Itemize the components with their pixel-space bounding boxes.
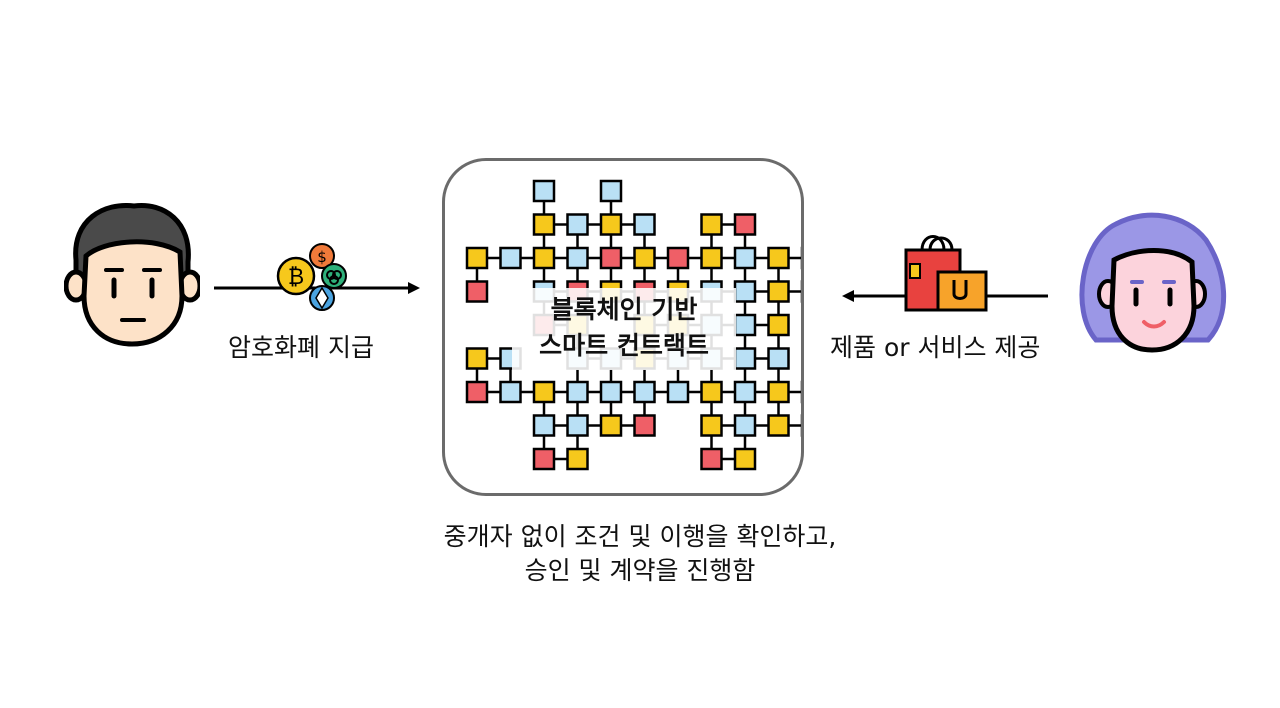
block-node [465, 347, 489, 370]
contract-title-line1: 블록체인 기반 [550, 295, 698, 324]
svg-text:₿: ₿ [288, 265, 304, 290]
block-node [532, 246, 556, 270]
man-avatar-icon [64, 202, 200, 347]
block-node [566, 447, 589, 471]
contract-title: 블록체인 기반 스마트 컨트랙트 [512, 288, 736, 370]
block-node [700, 246, 723, 270]
woman-avatar-icon [1079, 212, 1227, 353]
block-node [633, 246, 656, 270]
block-node [700, 414, 723, 437]
caption-line1: 중개자 없이 조건 및 이행을 확인하고, [443, 522, 837, 551]
block-node [599, 246, 623, 270]
shopping-bags-icon [904, 235, 988, 312]
block-node [666, 380, 690, 404]
diagram-caption: 중개자 없이 조건 및 이행을 확인하고, 승인 및 계약을 진행함 [340, 520, 940, 588]
block-node [733, 347, 757, 370]
block-node [532, 380, 556, 404]
block-node [733, 213, 757, 236]
block-node [767, 313, 790, 337]
block-node [700, 447, 723, 471]
block-node [733, 280, 757, 303]
block-node [566, 414, 589, 437]
block-node [566, 213, 589, 236]
block-node [733, 313, 757, 337]
block-node [465, 246, 489, 270]
block-node [499, 246, 522, 270]
block-node [599, 414, 623, 437]
block-node [767, 414, 790, 437]
block-node [633, 213, 656, 236]
seller-action-label: 제품 or 서비스 제공 [830, 333, 1041, 362]
block-node [499, 380, 522, 404]
block-node [733, 414, 757, 437]
block-node [666, 246, 690, 270]
block-node [800, 280, 801, 303]
contract-title-line2: 스마트 컨트랙트 [539, 331, 709, 360]
buyer-action-label: 암호화폐 지급 [228, 333, 374, 362]
block-node [767, 246, 790, 270]
block-node [733, 380, 757, 404]
block-node [767, 280, 790, 303]
block-node [633, 380, 656, 404]
block-node [767, 347, 790, 370]
svg-text:$: $ [317, 248, 327, 266]
block-node [599, 179, 623, 203]
block-node [800, 246, 801, 270]
block-node [767, 380, 790, 404]
block-node [465, 280, 489, 303]
block-node [700, 213, 723, 236]
block-node [465, 380, 489, 404]
caption-line2: 승인 및 계약을 진행함 [524, 556, 756, 585]
block-node [532, 447, 556, 471]
block-node [733, 246, 757, 270]
block-node [633, 414, 656, 437]
block-node [599, 380, 623, 404]
block-node [599, 213, 623, 236]
block-node [800, 414, 801, 437]
block-node [566, 380, 589, 404]
block-node [532, 213, 556, 236]
block-node [700, 380, 723, 404]
block-node [532, 414, 556, 437]
crypto-coins-icon: $ ₿ [276, 243, 347, 311]
block-node [532, 179, 556, 203]
arrow-right-icon [214, 282, 420, 294]
block-node [800, 380, 801, 404]
block-node [733, 447, 757, 471]
block-node [566, 246, 589, 270]
